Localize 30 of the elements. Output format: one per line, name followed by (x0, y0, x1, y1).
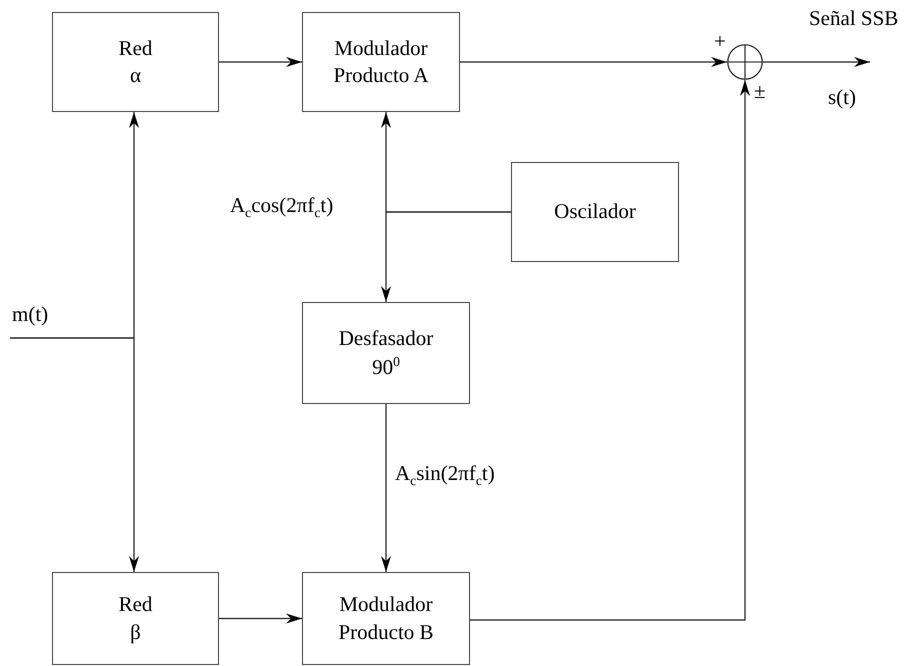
block-label: α (130, 62, 141, 89)
sign-label: + (713, 30, 727, 54)
block-label: Red (118, 34, 152, 62)
signal-arrow (460, 57, 727, 67)
signal-arrow (10, 337, 139, 572)
signal-label: s(t) (826, 86, 858, 110)
block-label: β (130, 618, 141, 646)
block-label: Oscilador (554, 198, 636, 226)
signal-arrow (219, 614, 302, 624)
edge-label: A$_{c}$cos(2πf$_{c}$t) (228, 194, 336, 220)
block-box (302, 572, 470, 665)
signal-arrow (219, 57, 302, 67)
summing-junction (727, 44, 763, 80)
signal-arrow (381, 211, 511, 302)
block-label: Red (118, 591, 152, 618)
block-box (302, 12, 460, 112)
signal-arrow (763, 57, 870, 67)
block-label: Desfasador (338, 325, 434, 352)
signal-arrow (470, 80, 750, 621)
block-box (511, 162, 679, 262)
edge-label: A$_{c}$sin(2πf$_{c}$t) (393, 462, 497, 488)
sign-label: ± (753, 80, 767, 104)
block-label: Modulador Producto B (337, 591, 435, 646)
block-label: 90$^{0}$ (372, 352, 400, 380)
block-box (52, 572, 219, 665)
signal-arrow (381, 404, 391, 572)
block-label: Modulador Producto A (332, 34, 430, 89)
block-box (52, 12, 219, 112)
edge-label: m(t) (10, 303, 50, 326)
block-box (302, 302, 470, 404)
